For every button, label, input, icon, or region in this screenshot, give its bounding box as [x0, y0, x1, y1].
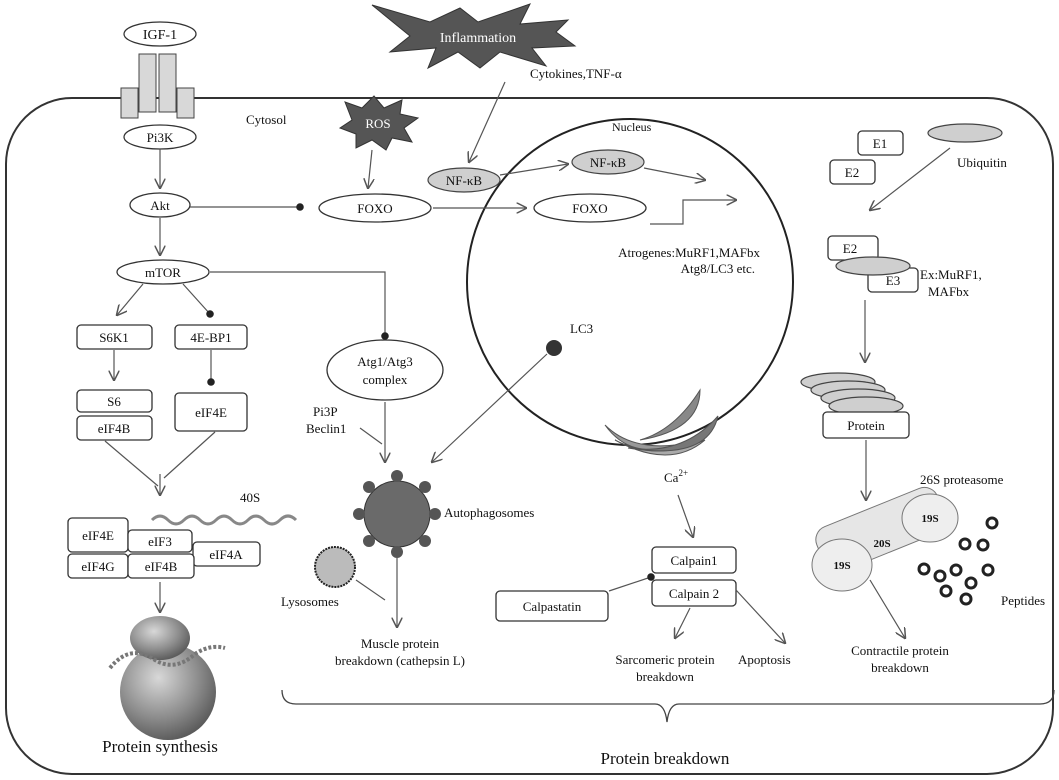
contractile-line2: breakdown — [871, 660, 929, 675]
calcium-label: Ca2+ — [664, 468, 688, 485]
calpain2-box — [651, 579, 737, 607]
igf1-node — [123, 21, 197, 47]
sarcoplasmic-reticulum — [604, 388, 719, 456]
eif3-box — [127, 529, 193, 553]
igf1-label: IGF-1 — [143, 28, 177, 43]
mpb-line1: Muscle protein — [361, 636, 440, 651]
foxo-nucleus-label: FOXO — [572, 201, 607, 216]
nfkb-nucleus-label: NF-κB — [590, 155, 626, 170]
lysosome — [314, 546, 356, 588]
eif4b-box-upper — [76, 415, 153, 441]
e2-box-upper — [829, 159, 876, 185]
eif4b-box-lower — [127, 553, 195, 579]
calpain1-box — [651, 546, 737, 574]
cytokines-label: Cytokines,TNF-α — [530, 66, 622, 81]
atrogenes-line1: Atrogenes:MuRF1,MAFbx — [618, 245, 760, 260]
eif4b-label-lower: eIF4B — [145, 559, 178, 574]
autophagosomes-label: Autophagosomes — [444, 505, 534, 520]
calpastatin-box — [495, 590, 609, 622]
sarcomeric-line1: Sarcomeric protein — [615, 652, 715, 667]
lysosomes-label: Lysosomes — [281, 594, 339, 609]
e1-box — [857, 130, 904, 156]
eif4a-box — [192, 541, 261, 567]
inflammation-burst — [371, 3, 577, 70]
eif4e-box-upper — [174, 392, 248, 432]
foxo-cytosol-node — [318, 193, 432, 223]
calpain1-label: Calpain1 — [671, 553, 718, 568]
breakdown-brace — [281, 689, 1055, 723]
foxo-cytosol-label: FOXO — [357, 201, 392, 216]
cytosol-label: Cytosol — [246, 112, 287, 127]
proteasome-label: 26S proteasome — [920, 472, 1004, 487]
foxo-nucleus-node — [533, 193, 647, 223]
proteasome-image — [811, 486, 959, 592]
lc3-label: LC3 — [570, 321, 593, 336]
mtor-label: mTOR — [145, 265, 181, 280]
ros-burst — [338, 95, 420, 151]
atg-label-line1: Atg1/Atg3 — [357, 354, 413, 369]
e2-label-lower: E2 — [843, 241, 857, 256]
calpastatin-label: Calpastatin — [523, 599, 582, 614]
ex-line2: MAFbx — [928, 284, 970, 299]
mrna-strand — [150, 514, 298, 526]
beclin-label: Beclin1 — [306, 421, 346, 436]
ubiquitin-label: Ubiquitin — [957, 155, 1007, 170]
akt-node — [129, 192, 191, 218]
protein-breakdown-label: Protein breakdown — [601, 749, 730, 768]
e2-label-upper: E2 — [845, 165, 859, 180]
apoptosis-label: Apoptosis — [738, 652, 791, 667]
sarcomeric-line2: breakdown — [636, 669, 694, 684]
s6k1-label: S6K1 — [99, 330, 129, 345]
lc3-dot — [546, 340, 562, 356]
eif4e-label-upper: eIF4E — [195, 405, 227, 420]
atg-label-line2: complex — [363, 372, 408, 387]
eif4e-label-lower: eIF4E — [82, 528, 114, 543]
peptides-label: Peptides — [1001, 593, 1045, 608]
igf1-receptor — [120, 53, 195, 119]
ubiquitin-chain — [800, 372, 904, 416]
s20-label: 20S — [873, 538, 890, 550]
ebp1-label: 4E-BP1 — [190, 330, 231, 345]
nfkb-cytosol-label: NF-κB — [446, 173, 482, 188]
protein-synthesis-label: Protein synthesis — [102, 737, 218, 756]
nfkb-cytosol-node — [427, 167, 501, 193]
pi3p-label: Pi3P — [313, 404, 338, 419]
ribosome-image — [108, 616, 226, 740]
ubiquitin-e3-shape — [835, 256, 911, 276]
atg-complex-node — [326, 339, 444, 401]
s6-label: S6 — [107, 394, 121, 409]
s6-box — [76, 389, 153, 413]
contractile-line1: Contractile protein — [851, 643, 949, 658]
ebp1-box — [174, 324, 248, 350]
mpb-line2: breakdown (cathepsin L) — [335, 653, 465, 668]
nucleus-label: Nucleus — [612, 120, 652, 134]
protein-box — [822, 411, 910, 439]
atrogenes-line2: Atg8/LC3 etc. — [681, 261, 755, 276]
ubiquitin-shape — [927, 123, 1003, 143]
ros-label: ROS — [365, 116, 390, 131]
eif4a-label: eIF4A — [209, 547, 243, 562]
cell-membrane — [5, 97, 1054, 775]
autophagosome — [353, 470, 441, 558]
s6k1-box — [76, 324, 153, 350]
e1-label: E1 — [873, 136, 887, 151]
eif4g-label: eIF4G — [81, 559, 114, 574]
mtor-node — [116, 259, 210, 285]
s19-lower: 19S — [833, 560, 850, 572]
e3-label: E3 — [886, 273, 900, 288]
ex-line1: Ex:MuRF1, — [920, 267, 982, 282]
protein-label: Protein — [847, 418, 885, 433]
forty-s-label: 40S — [240, 490, 260, 505]
inflammation-label: Inflammation — [440, 31, 516, 46]
akt-label: Akt — [150, 198, 170, 213]
s19-upper: 19S — [921, 513, 938, 525]
eif4b-label-upper: eIF4B — [98, 421, 131, 436]
calpain2-label: Calpain 2 — [669, 586, 719, 601]
peptides-cluster — [917, 516, 999, 606]
eif3-label: eIF3 — [148, 534, 172, 549]
pi3k-label: Pi3K — [147, 130, 174, 145]
nfkb-nucleus-node — [571, 149, 645, 175]
